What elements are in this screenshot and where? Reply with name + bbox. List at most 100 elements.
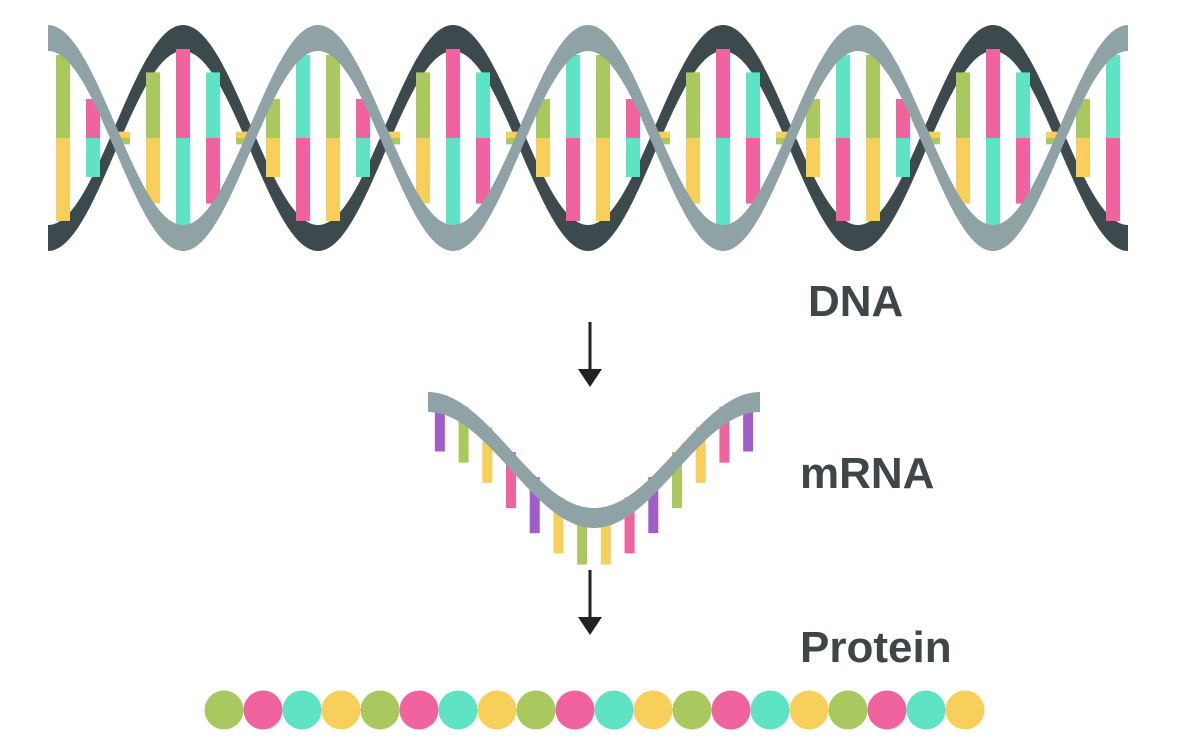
dna-rung-top [956, 72, 970, 138]
mrna-label: mRNA [800, 449, 935, 498]
dna-rung-top [1106, 55, 1120, 138]
mrna-backbone [428, 392, 760, 528]
dna-rung-top [656, 131, 670, 138]
protein-chain [204, 690, 985, 730]
arrow-head [578, 369, 602, 387]
mrna-base [553, 497, 564, 554]
dna-label: DNA [808, 277, 904, 326]
dna-rung-bottom [506, 138, 520, 145]
arrow-dna-to-mrna [578, 322, 602, 387]
dna-rung-bottom [1076, 138, 1090, 177]
amino-acid-bead [711, 690, 751, 730]
dna-rung-top [806, 99, 820, 138]
dna-rung-top [206, 72, 220, 138]
amino-acid-bead [594, 690, 634, 730]
mrna-base [577, 508, 588, 565]
dna-rung-top [446, 49, 460, 138]
dna-rung-bottom [776, 138, 790, 145]
amino-acid-bead [243, 690, 283, 730]
dna-rung-bottom [1046, 138, 1060, 145]
dna-rung-top [146, 72, 160, 138]
dna-rung-bottom [476, 138, 490, 204]
amino-acid-bead [789, 690, 829, 730]
mrna-base [529, 477, 540, 534]
dna-rung-top [1016, 72, 1030, 138]
dna-rung-bottom [866, 138, 880, 221]
dna-rung-bottom [326, 138, 340, 221]
dna-rung-bottom [956, 138, 970, 204]
dna-rung-bottom [686, 138, 700, 204]
dna-rung-top [926, 131, 940, 138]
dna-rung-bottom [896, 138, 910, 177]
amino-acid-bead [672, 690, 712, 730]
mrna-base [743, 395, 754, 452]
dna-strand-back [48, 25, 1128, 251]
dna-rung-top [776, 131, 790, 138]
dna-rung-top [866, 55, 880, 138]
dna-rung-top [1046, 131, 1060, 138]
dna-rung-top [386, 131, 400, 138]
dna-rung-top [56, 55, 70, 138]
dna-rung-top [986, 49, 1000, 138]
dna-rung-bottom [56, 138, 70, 221]
dna-rung-bottom [416, 138, 430, 204]
dna-double-helix [48, 25, 1128, 251]
dna-rung-bottom [926, 138, 940, 145]
dna-rung-top [596, 55, 610, 138]
dna-rung-bottom [596, 138, 610, 221]
amino-acid-bead [360, 690, 400, 730]
dna-rung-top [626, 99, 640, 138]
amino-acid-bead [477, 690, 517, 730]
amino-acid-bead [906, 690, 946, 730]
amino-acid-bead [516, 690, 556, 730]
dna-rung-top [356, 99, 370, 138]
mrna-base [695, 426, 706, 483]
dna-rung-top [836, 55, 850, 138]
mrna-base [434, 395, 445, 452]
dna-rung-bottom [386, 138, 400, 145]
dna-rung-top [1076, 99, 1090, 138]
dna-rung-bottom [206, 138, 220, 204]
dna-rung-bottom [656, 138, 670, 145]
arrow-mrna-to-protein [578, 570, 602, 635]
dna-rung-top [236, 131, 250, 138]
dna-rung-top [716, 49, 730, 138]
dna-rung-bottom [746, 138, 760, 204]
dna-rung-top [296, 55, 310, 138]
dna-rung-bottom [716, 138, 730, 227]
dna-rung-top [686, 72, 700, 138]
dna-rung-bottom [356, 138, 370, 177]
dna-rung-bottom [116, 138, 130, 145]
amino-acid-bead [282, 690, 322, 730]
dna-rung-bottom [1106, 138, 1120, 221]
dna-rung-top [266, 99, 280, 138]
dna-strand-front [48, 25, 1128, 251]
dna-rung-bottom [446, 138, 460, 227]
dna-rung-bottom [176, 138, 190, 227]
dna-rung-top [746, 72, 760, 138]
amino-acid-bead [321, 690, 361, 730]
mrna-base [624, 497, 635, 554]
amino-acid-bead [750, 690, 790, 730]
mrna-base [506, 452, 516, 508]
dna-rung-bottom [1016, 138, 1030, 204]
dna-rung-bottom [86, 138, 100, 177]
mrna-strand [428, 392, 760, 565]
dna-rung-top [896, 99, 910, 138]
mrna-base [719, 406, 730, 463]
amino-acid-bead [828, 690, 868, 730]
dna-rung-top [86, 99, 100, 138]
mrna-base [482, 426, 493, 483]
dna-rung-top [536, 99, 550, 138]
dna-rung-bottom [266, 138, 280, 177]
amino-acid-bead [555, 690, 595, 730]
protein-label: Protein [800, 623, 952, 672]
mrna-base [672, 452, 682, 508]
dna-rung-bottom [626, 138, 640, 177]
mrna-base [600, 508, 611, 565]
dna-rung-bottom [986, 138, 1000, 227]
dna-rung-top [326, 55, 340, 138]
dna-rung-top [116, 131, 130, 138]
dna-rung-bottom [296, 138, 310, 221]
